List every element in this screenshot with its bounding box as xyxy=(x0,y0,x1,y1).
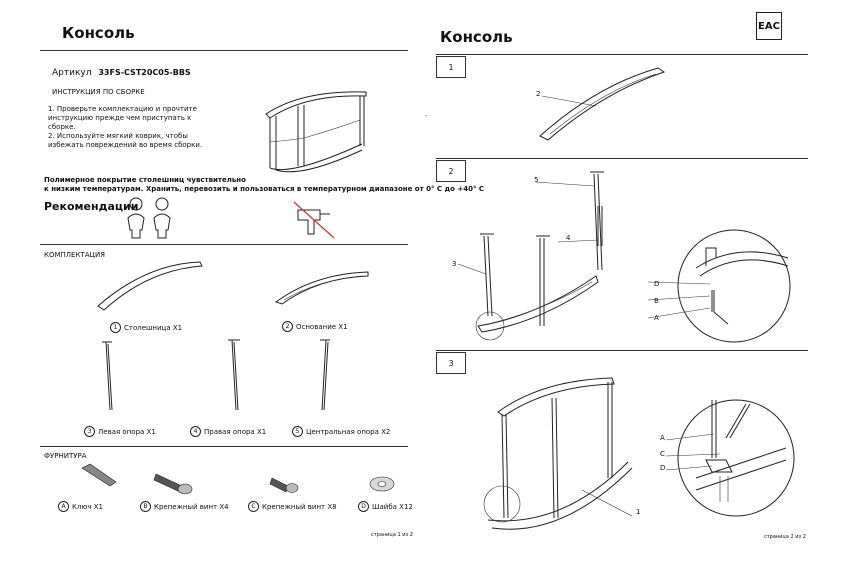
console-illustration xyxy=(265,91,367,173)
article-row: Артикул 33FS-CST20C05-BBS xyxy=(52,68,191,78)
step-3-callout-C: C xyxy=(660,450,665,458)
step-3-callout-A: A xyxy=(660,434,665,442)
hardware-c-label: C Крепежный винт X8 xyxy=(248,501,337,512)
part-1-label: 1 Столешница X1 xyxy=(110,322,182,333)
dot-mark: . xyxy=(425,110,428,118)
right-leg-drawing xyxy=(228,339,240,411)
screw-c-icon xyxy=(269,477,299,493)
step-1-base-frame-drawing xyxy=(539,67,666,141)
step-3-console-drawing xyxy=(483,377,633,530)
step-2-leg-assembly-drawing xyxy=(457,171,604,341)
step-3-divider xyxy=(436,350,808,351)
step-1-divider xyxy=(436,54,808,55)
recommendations-title: Рекомендации xyxy=(44,200,139,213)
part-5-label: 5 Центральная опора X2 xyxy=(292,426,390,437)
warning-text: Полимерное покрытие столешниц чувствител… xyxy=(44,176,485,193)
hardware-title: ФУРНИТУРА xyxy=(44,452,87,460)
step-3-callout-1: 1 xyxy=(636,508,641,516)
left-leg-drawing xyxy=(102,341,113,411)
step-3-callout-D: D xyxy=(660,464,666,472)
divider xyxy=(40,50,408,51)
part-2-label: 2 Основание X1 xyxy=(282,321,348,332)
hex-key-icon xyxy=(81,463,117,487)
base-frame-drawing xyxy=(274,271,369,305)
step-1-callout-2: 2 xyxy=(536,90,541,98)
part-4-label: 4 Правая опора X1 xyxy=(190,426,266,437)
hardware-a-label: A Ключ X1 xyxy=(58,501,103,512)
page-number-right: страница 2 из 2 xyxy=(764,534,806,540)
instructions-heading: ИНСТРУКЦИЯ ПО СБОРКЕ xyxy=(52,88,145,96)
tabletop-drawing xyxy=(97,261,203,311)
step-2-callout-A: A xyxy=(654,314,659,322)
page-title-left: Консоль xyxy=(62,24,135,42)
step-2-callout-3: 3 xyxy=(452,260,457,268)
washer-icon xyxy=(369,476,395,492)
step-2-callout-D: D xyxy=(654,280,660,288)
kit-title: КОМПЛЕКТАЦИЯ xyxy=(44,251,106,259)
hardware-b-label: B Крепежный винт X4 xyxy=(140,501,229,512)
article-label: Артикул xyxy=(52,68,92,78)
step-2-divider xyxy=(436,158,808,159)
page-title-right: Консоль xyxy=(440,28,513,46)
no-drill-icon xyxy=(293,201,335,239)
article-code: 33FS-CST20C05-BBS xyxy=(98,68,191,77)
step-2-callout-5: 5 xyxy=(534,176,539,184)
divider xyxy=(40,446,408,447)
hardware-d-label: D Шайба X12 xyxy=(358,501,413,512)
step-2-box: 2 xyxy=(436,160,466,182)
step-3-box: 3 xyxy=(436,352,466,374)
instructions-text: 1. Проверьте комплектацию и прочтите инс… xyxy=(48,105,203,149)
step-2-callout-B: B xyxy=(654,297,659,305)
step-3-detail-circle xyxy=(665,399,795,517)
page-number-left: страница 1 из 2 xyxy=(371,532,413,538)
step-2-detail-circle xyxy=(647,229,791,343)
eac-logo: ЕАС xyxy=(756,12,782,40)
divider xyxy=(40,244,408,245)
step-2-callout-4: 4 xyxy=(566,234,571,242)
center-leg-drawing xyxy=(320,339,330,411)
two-people-icon xyxy=(127,197,171,239)
screw-b-icon xyxy=(153,473,193,495)
part-3-label: 3 Левая опора X1 xyxy=(84,426,156,437)
step-1-box: 1 xyxy=(436,56,466,78)
